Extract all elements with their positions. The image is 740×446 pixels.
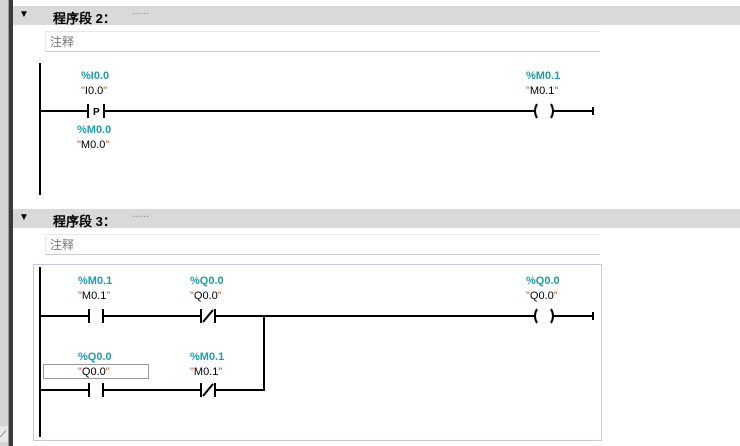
network-comment[interactable]: 注释 [45, 31, 600, 52]
focus-box [43, 364, 149, 379]
coil-symbol[interactable]: "M0.1" [526, 85, 558, 97]
coil[interactable] [534, 308, 554, 324]
operand-symbol[interactable]: "M0.0" [77, 139, 109, 151]
network-title: 程序段 2： [53, 11, 116, 26]
coil-symbol[interactable]: "Q0.0" [526, 290, 558, 302]
operand-address: %I0.0 [81, 70, 109, 82]
operand-symbol[interactable]: "M0.1" [190, 366, 222, 378]
operand-address: %Q0.0 [190, 275, 224, 287]
operand-symbol[interactable]: "I0.0" [81, 85, 107, 97]
network-3-selection [33, 264, 602, 441]
network-name[interactable]: ...... [132, 209, 149, 220]
operand-address: %Q0.0 [78, 351, 112, 363]
coil-address: %Q0.0 [526, 275, 560, 287]
operand-symbol[interactable]: "Q0.0" [190, 290, 222, 302]
network-title: 程序段 3： [53, 214, 116, 229]
network-2 [39, 63, 594, 195]
network-name[interactable]: ...... [132, 6, 149, 17]
collapse-icon[interactable]: ▼ [19, 212, 29, 223]
network-2-header[interactable]: ▼ 程序段 2： ...... [13, 6, 740, 26]
operand-address: %M0.0 [77, 124, 111, 136]
coil[interactable] [534, 103, 554, 119]
coil-address: %M0.1 [526, 70, 560, 82]
collapse-icon[interactable]: ▼ [19, 9, 29, 20]
network-3-header[interactable]: ▼ 程序段 3： ...... [13, 209, 740, 229]
left-panel-strip [0, 0, 9, 446]
operand-address: %M0.1 [78, 275, 112, 287]
network-comment[interactable]: 注释 [45, 234, 600, 255]
splitter[interactable] [9, 0, 13, 446]
operand-address: %M0.1 [190, 351, 224, 363]
p-contact-label: P [93, 107, 100, 118]
resize-icon[interactable]: ⟋ [0, 426, 8, 442]
operand-symbol[interactable]: "Q0.0" [78, 366, 110, 378]
operand-symbol[interactable]: "M0.1" [78, 290, 110, 302]
network-3 [39, 267, 594, 437]
